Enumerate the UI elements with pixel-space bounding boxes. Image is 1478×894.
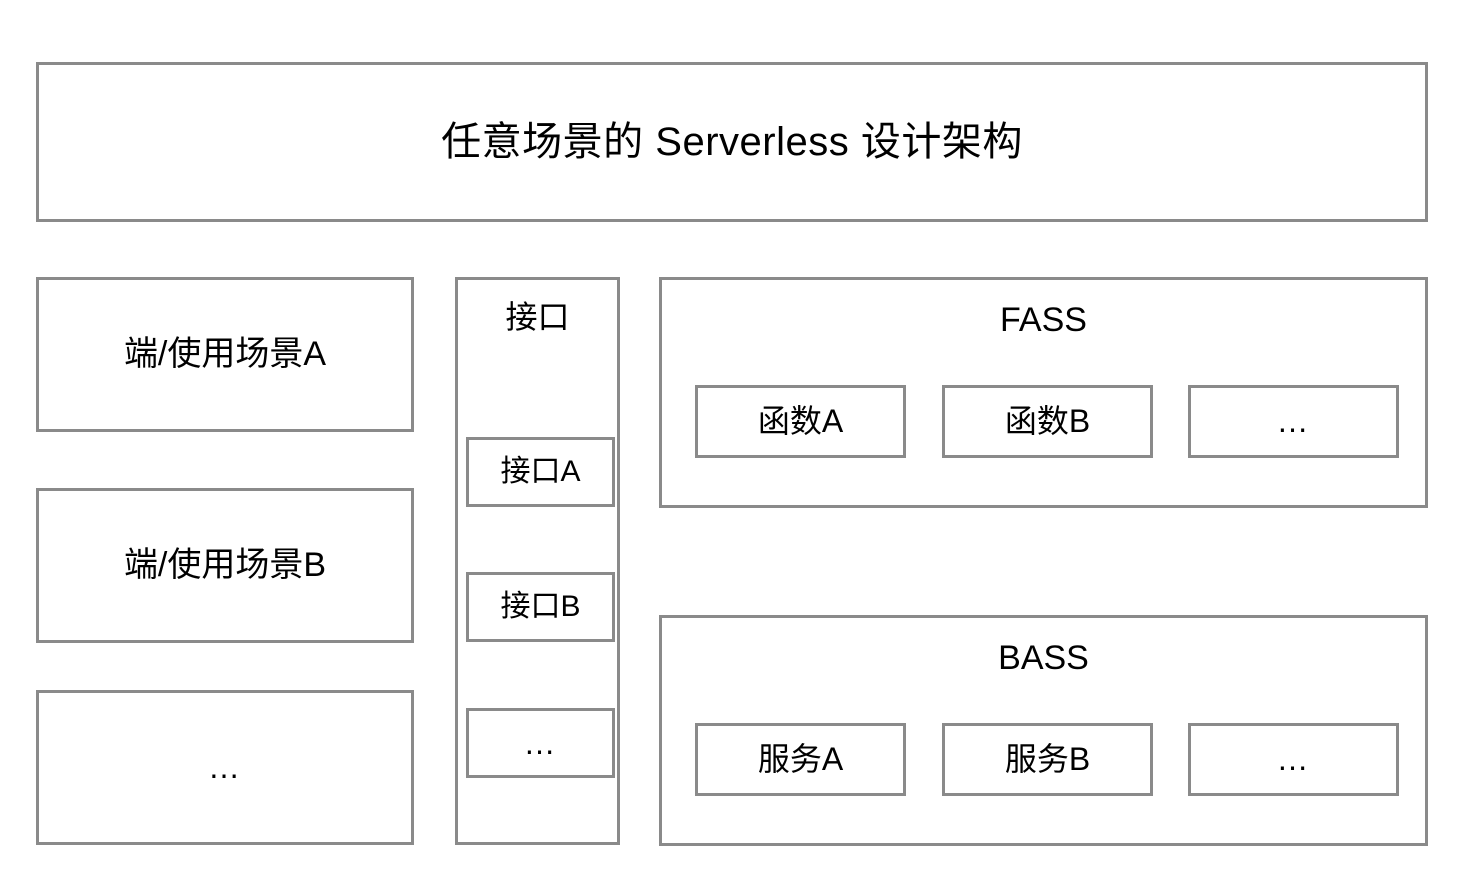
fass-panel: FASS 函数A 函数B … [659,277,1428,508]
fass-function-box-more: … [1188,385,1399,458]
client-scenario-label-a: 端/使用场景A [123,335,327,374]
diagram-title-box: 任意场景的 Serverless 设计架构 [36,62,1428,222]
interface-label-a: 接口A [500,455,581,488]
interface-panel-title: 接口 [505,299,570,335]
interface-panel: 接口 接口A 接口B … [455,277,620,845]
client-scenario-box-b: 端/使用场景B [36,488,414,643]
bass-service-label-b: 服务B [1004,741,1091,778]
bass-service-label-more: … [1276,741,1311,778]
fass-function-label-b: 函数B [1004,403,1091,440]
client-scenario-box-a: 端/使用场景A [36,277,414,432]
fass-function-label-more: … [1276,403,1311,440]
client-scenario-box-more: … [36,690,414,845]
interface-box-b: 接口B [466,572,615,642]
interface-label-b: 接口B [500,590,581,623]
interface-label-more: … [523,724,558,761]
interface-box-more: … [466,708,615,778]
fass-function-box-b: 函数B [942,385,1153,458]
fass-panel-title: FASS [1000,301,1087,339]
bass-service-label-a: 服务A [757,741,844,778]
client-scenario-label-b: 端/使用场景B [123,546,327,585]
interface-box-a: 接口A [466,437,615,507]
bass-panel: BASS 服务A 服务B … [659,615,1428,846]
bass-service-box-more: … [1188,723,1399,796]
page-title: 任意场景的 Serverless 设计架构 [441,120,1023,164]
bass-service-box-b: 服务B [942,723,1153,796]
client-scenario-label-more: … [208,749,242,786]
fass-function-label-a: 函数A [757,403,844,440]
fass-function-box-a: 函数A [695,385,906,458]
bass-service-box-a: 服务A [695,723,906,796]
bass-panel-title: BASS [998,639,1089,677]
